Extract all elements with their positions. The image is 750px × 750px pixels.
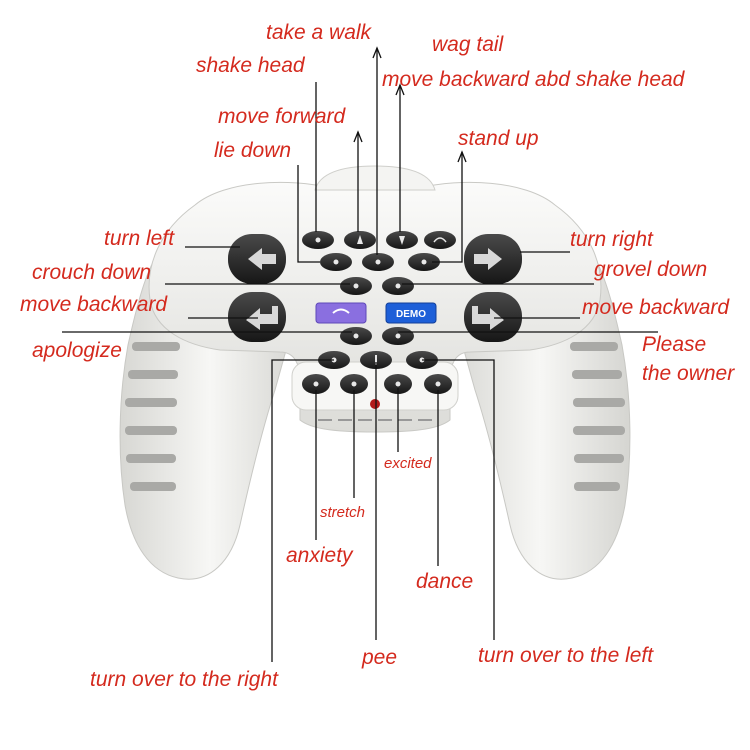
- purple-button[interactable]: [315, 302, 367, 324]
- label-lie-down: lie down: [214, 139, 292, 162]
- label-excited: excited: [384, 455, 432, 472]
- label-take-a-walk: take a walk: [266, 21, 372, 44]
- big-button-turn-left[interactable]: [228, 234, 286, 284]
- label-please-line1: Please: [642, 333, 707, 356]
- small-buttons[interactable]: [302, 231, 456, 394]
- big-button-turn-right[interactable]: [464, 234, 522, 284]
- label-apologize: apologize: [32, 339, 122, 362]
- arrow-back-right-icon: [472, 306, 504, 330]
- arrow-right-icon: [474, 248, 502, 270]
- label-pee: pee: [362, 646, 398, 669]
- label-move-forward: move forward: [218, 105, 346, 128]
- arrow-back-left-icon: [246, 306, 278, 330]
- left-vents: [125, 342, 180, 491]
- label-please-line2: the owner: [642, 362, 735, 385]
- label-crouch-down: crouch down: [32, 261, 152, 284]
- led-indicator: [370, 399, 380, 409]
- right-vents: [570, 342, 625, 491]
- big-button-move-backward-right[interactable]: [464, 292, 522, 342]
- label-move-backward-right: move backward: [582, 296, 730, 319]
- label-turn-over-left: turn over to the left: [478, 644, 654, 667]
- label-shake-head: shake head: [196, 54, 305, 77]
- label-wag-tail: wag tail: [432, 33, 504, 56]
- label-stand-up: stand up: [458, 127, 539, 150]
- big-button-move-backward-left[interactable]: [228, 292, 286, 342]
- label-grovel-down: grovel down: [594, 258, 708, 281]
- arrow-left-icon: [248, 248, 276, 270]
- label-dance: dance: [416, 570, 474, 593]
- label-anxiety: anxiety: [286, 544, 353, 567]
- leader-lines: [62, 46, 658, 662]
- label-turn-over-right: turn over to the right: [90, 668, 278, 691]
- controller-body: [119, 165, 631, 580]
- label-move-backward-left: move backward: [20, 293, 168, 316]
- label-turn-left: turn left: [104, 227, 175, 250]
- demo-button-label: DEMO: [396, 309, 426, 320]
- label-move-backward-shake-head: move backward abd shake head: [382, 68, 685, 91]
- label-turn-right: turn right: [570, 228, 653, 251]
- demo-button[interactable]: DEMO: [385, 302, 437, 324]
- label-stretch: stretch: [320, 504, 366, 521]
